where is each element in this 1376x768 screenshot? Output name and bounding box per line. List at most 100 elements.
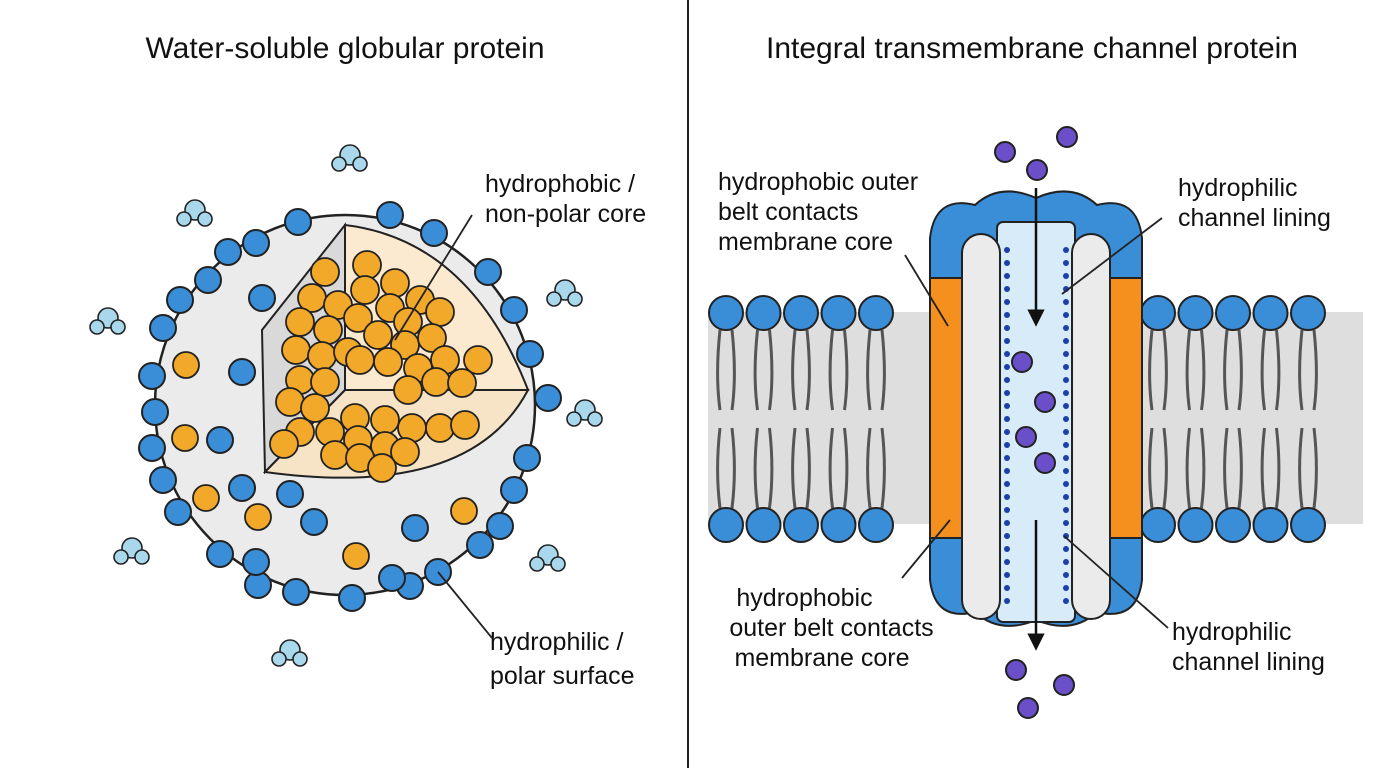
lining-dot xyxy=(1063,429,1069,435)
lining-dot xyxy=(1063,442,1069,448)
top-right-leader-line xyxy=(1061,217,1163,295)
lipid-tail-upper xyxy=(1200,329,1206,411)
water-molecule-atom xyxy=(134,549,150,565)
lining-dot xyxy=(1004,520,1010,526)
phospholipid-head-upper xyxy=(820,295,857,331)
surface-label: hydrophilic / polar surface xyxy=(490,628,635,690)
lining-dot xyxy=(1063,364,1069,370)
lipid-tail-lower xyxy=(828,427,834,509)
ion xyxy=(994,141,1016,163)
hydrophobic-residue xyxy=(281,335,311,365)
phospholipid-head-upper xyxy=(1140,295,1176,331)
surface-hydrophobic-residue xyxy=(342,542,370,570)
polar-residue xyxy=(282,578,310,606)
polar-residue xyxy=(378,564,406,592)
phospholipid-head-upper xyxy=(1177,295,1214,331)
hydrophobic-residue xyxy=(417,323,447,353)
lipid-tail-lower xyxy=(1148,427,1154,509)
polar-residue xyxy=(486,512,514,540)
hydrophobic-residue xyxy=(320,440,350,470)
surface-hydrophobic-residue xyxy=(192,484,220,512)
lining-dot xyxy=(1063,455,1069,461)
lining-dot xyxy=(1063,377,1069,383)
polar-residue xyxy=(500,296,528,324)
hydrophobic-residue xyxy=(447,368,477,398)
phospholipid-head-lower xyxy=(858,507,894,543)
lipid-tail-lower xyxy=(805,427,811,509)
polar-surface-residues xyxy=(138,201,562,612)
ion xyxy=(1053,674,1075,696)
lipid-tail-upper xyxy=(1275,329,1281,411)
lining-dot xyxy=(1004,351,1010,357)
polar-residue xyxy=(284,208,312,236)
water-molecule-atom xyxy=(271,651,287,667)
lining-dot xyxy=(1063,325,1069,331)
lining-dot xyxy=(1004,468,1010,474)
bottom-left-label-line-2: outer belt contacts xyxy=(729,614,933,642)
lining-dot xyxy=(1063,390,1069,396)
hydrophobic-residue xyxy=(352,250,382,280)
bottom-left-label: hydrophobic outer belt contacts membrane… xyxy=(729,584,940,672)
bottom-left-label-line-3: membrane core xyxy=(734,644,909,672)
phospholipid-head-upper xyxy=(745,295,782,331)
hydrophobic-residue xyxy=(367,453,397,483)
lining-dot xyxy=(1004,403,1010,409)
water-molecule-atom xyxy=(550,556,566,572)
top-left-label-line-3: membrane core xyxy=(718,228,893,256)
lipid-tail-upper xyxy=(828,329,834,411)
lipid-tail-lower xyxy=(791,427,797,509)
water-molecule-atom xyxy=(352,156,368,172)
channel-protein xyxy=(929,190,1143,627)
hydrophobic-residue xyxy=(275,387,305,417)
lining-dot xyxy=(1004,429,1010,435)
lining-dot xyxy=(1063,416,1069,422)
water-molecule-atom xyxy=(292,651,308,667)
lipid-tail-upper xyxy=(843,329,849,411)
polar-residue xyxy=(248,284,276,312)
polar-residue xyxy=(138,362,166,390)
lipid-tail-upper xyxy=(866,329,872,411)
hydrophobic-residue xyxy=(285,307,315,337)
phospholipid-heads xyxy=(708,295,1326,543)
polar-residue xyxy=(420,219,448,247)
water-molecule-atom xyxy=(113,549,129,565)
water-molecule-atom xyxy=(176,211,192,227)
phospholipid-head-upper xyxy=(708,295,744,331)
phospholipid-head-lower xyxy=(1290,507,1326,543)
helix-right xyxy=(1071,233,1111,620)
water-molecule-atom xyxy=(529,556,545,572)
polar-residue xyxy=(141,398,169,426)
polar-residue xyxy=(244,571,272,599)
surface-hydrophobic-residue xyxy=(450,497,478,525)
polar-residue xyxy=(206,426,234,454)
lining-dot xyxy=(1063,559,1069,565)
lipid-tail-upper xyxy=(753,329,759,411)
lining-dot xyxy=(1063,572,1069,578)
lining-dot xyxy=(1063,338,1069,344)
polar-residue xyxy=(149,314,177,342)
lining-dot xyxy=(1063,520,1069,526)
lipid-tail-lower xyxy=(716,427,722,509)
lining-dot xyxy=(1063,468,1069,474)
phospholipid-head-lower xyxy=(783,507,819,543)
hydrophobic-residue xyxy=(363,320,393,350)
lipid-tail-lower xyxy=(880,427,886,509)
lipid-tail-lower xyxy=(768,427,774,509)
lipid-tail-upper xyxy=(1260,329,1266,411)
water-molecule-atom xyxy=(587,411,603,427)
lining-dot xyxy=(1063,403,1069,409)
ion xyxy=(1005,659,1027,681)
lining-dot xyxy=(1004,325,1010,331)
polar-residue xyxy=(242,548,270,576)
lining-dot xyxy=(1063,585,1069,591)
lining-dot xyxy=(1004,377,1010,383)
lining-dot xyxy=(1004,260,1010,266)
ion xyxy=(1011,351,1033,373)
water-molecule-atom xyxy=(89,319,105,335)
hydrophobic-core-residues xyxy=(269,250,493,483)
lining-dot xyxy=(1004,559,1010,565)
polar-residue xyxy=(228,358,256,386)
lipid-tail-lower xyxy=(1260,427,1266,509)
polar-residue xyxy=(276,480,304,508)
surface-label-line-2: polar surface xyxy=(490,662,635,690)
